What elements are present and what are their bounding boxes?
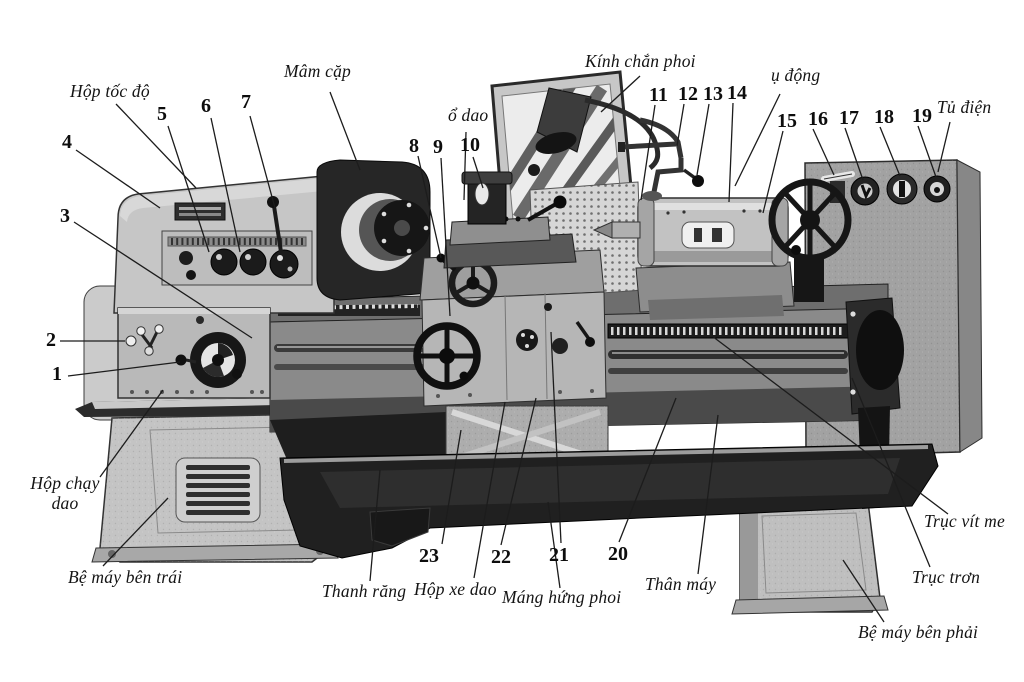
callout-23: 23 <box>419 545 439 567</box>
label-hop-xe-dao: Hộp xe dao <box>414 579 497 599</box>
gear-lever <box>272 205 283 253</box>
label-than-may: Thân máy <box>645 574 717 594</box>
tailstock <box>592 178 852 320</box>
callout-22: 22 <box>491 546 511 568</box>
right-pedestal <box>731 501 889 615</box>
apron-handwheel <box>413 322 481 390</box>
callout-6: 6 <box>201 95 211 117</box>
name-plate <box>174 202 226 221</box>
speed-knob-3 <box>269 249 299 279</box>
callout-17: 17 <box>839 107 859 129</box>
speed-knob-small <box>179 251 193 265</box>
callout-7: 7 <box>241 91 251 113</box>
callout-18: 18 <box>874 106 894 128</box>
feed-levers <box>125 324 164 356</box>
label-be-may-ben-phai: Bệ máy bên phải <box>858 622 979 642</box>
label-truc-tron: Trục trơn <box>912 567 981 587</box>
chuck <box>316 159 431 301</box>
label-hop-toc-do: Hộp tốc độ <box>70 81 150 101</box>
label-truc-vit-me: Trục vít me <box>924 511 1005 531</box>
callout-15: 15 <box>777 110 797 132</box>
lamp-arm <box>584 97 661 170</box>
feed-dial <box>190 332 246 388</box>
callout-16: 16 <box>808 108 828 130</box>
tool-post <box>443 171 577 269</box>
rack <box>278 304 420 316</box>
feed-box <box>117 307 271 399</box>
callout-21: 21 <box>549 544 569 566</box>
apron-ball-lever <box>585 337 595 347</box>
leader-lines <box>60 75 951 623</box>
pipe-valve-handle <box>692 175 704 187</box>
label-thanh-rang: Thanh răng <box>322 581 407 601</box>
label-u-dong: ụ động <box>771 65 821 85</box>
label-be-may-ben-trai: Bệ máy bên trái <box>68 567 183 587</box>
label-mam-cap: Mâm cặp <box>284 61 352 81</box>
label-tu-dien: Tủ điện <box>937 97 992 117</box>
label-o-dao: ổ dao <box>448 105 489 125</box>
callout-8: 8 <box>409 135 419 157</box>
feed-knob-ball <box>175 354 187 366</box>
label-kinh-chan-phoi: Kính chắn phoi <box>585 51 696 71</box>
cabinet-dial-2 <box>886 173 918 205</box>
chip-tray <box>279 443 939 559</box>
callout-3: 3 <box>60 205 70 227</box>
callout-11: 11 <box>649 84 668 106</box>
callout-20: 20 <box>608 543 628 565</box>
speed-knob-2 <box>239 248 267 276</box>
callout-13: 13 <box>703 83 723 105</box>
feed-rod <box>608 350 848 359</box>
callout-2: 2 <box>46 329 56 351</box>
callout-5: 5 <box>157 103 167 125</box>
tailstock-center <box>592 221 613 239</box>
label-hop-chay-dao: Hộp chạy dao <box>30 473 100 513</box>
label-mang-hung-phoi: Máng hứng phoi <box>502 587 622 607</box>
cabinet-dial-3 <box>923 175 951 203</box>
callout-12: 12 <box>678 83 698 105</box>
callout-9: 9 <box>433 136 443 158</box>
carriage-apron <box>413 249 607 407</box>
callout-19: 19 <box>912 105 932 127</box>
callout-10: 10 <box>460 134 480 156</box>
headstock <box>113 174 335 314</box>
tool-post-lever <box>553 195 567 209</box>
base-ledge <box>75 397 324 417</box>
tailstock-quill <box>611 221 641 239</box>
callout-4: 4 <box>62 131 72 153</box>
speed-knob-1 <box>210 248 238 276</box>
callout-1: 1 <box>52 363 62 385</box>
cabinet-dial-1 <box>850 176 880 206</box>
tailstock-handwheel <box>768 178 852 262</box>
work-lamp <box>535 87 661 170</box>
lead-screw <box>607 323 849 339</box>
callout-14: 14 <box>727 82 747 104</box>
